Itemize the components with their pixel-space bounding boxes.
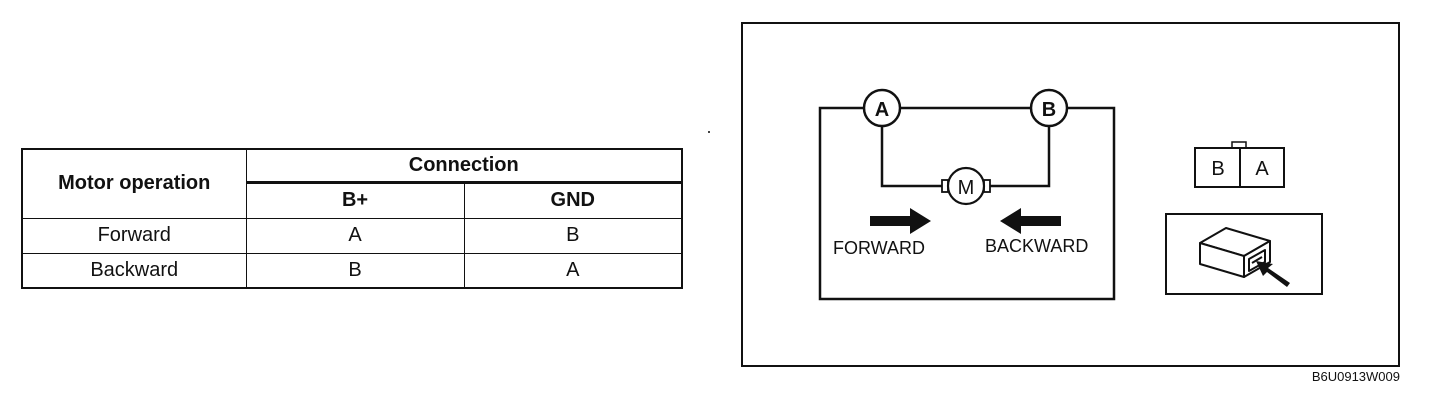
terminal-b: B (1029, 88, 1069, 128)
cell-gnd: B (463, 217, 683, 254)
right-arrow-icon (870, 208, 931, 234)
cell-gnd: A (463, 252, 683, 289)
connector-view-box (1165, 213, 1323, 295)
table-row: Forward A B (21, 217, 683, 254)
connector-pin-b: B (1211, 158, 1224, 180)
table-header-row: Motor operation Connection (21, 148, 683, 219)
motor-symbol: M (941, 166, 991, 206)
motor-connection-table: Motor operation Connection B+ GND Forwar… (21, 148, 683, 289)
forward-label: FORWARD (833, 238, 925, 258)
insert-arrow-icon (1256, 261, 1290, 287)
header-connection: Connection (245, 148, 683, 183)
cell-operation: Backward (21, 252, 247, 289)
diagram-frame (741, 22, 1400, 367)
terminal-a: A (862, 88, 902, 128)
backward-label: BACKWARD (985, 236, 1088, 256)
terminal-a-label: A (875, 99, 889, 121)
connector-pinout: B A (1194, 141, 1285, 188)
figure-code: B6U0913W009 (1311, 369, 1400, 384)
wire-b-to-motor (988, 124, 1051, 188)
wire-a-to-motor (880, 124, 944, 188)
table-subheader-row: B+ GND (22, 180, 683, 219)
motor-label: M (958, 177, 975, 199)
left-arrow-icon (1000, 208, 1061, 234)
connector-plug-icon (1199, 227, 1271, 278)
circuit-box (818, 106, 1116, 301)
terminal-b-label: B (1042, 99, 1056, 121)
stray-dot (708, 131, 710, 133)
connector-pin-a: A (1255, 158, 1269, 180)
header-motor-operation: Motor operation (21, 148, 247, 219)
cell-b-plus: B (245, 252, 465, 289)
table-row: Backward B A (21, 252, 683, 289)
